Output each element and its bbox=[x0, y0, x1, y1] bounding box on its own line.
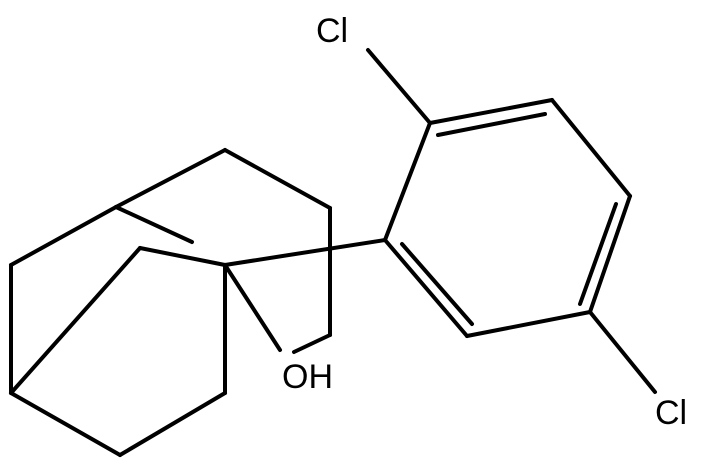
hydroxyl-label: OH bbox=[282, 358, 333, 396]
ring-bond-4 bbox=[588, 194, 632, 314]
cage-bond-4 bbox=[114, 205, 194, 244]
c-oh-bond bbox=[223, 263, 282, 352]
ring-bond-1 bbox=[383, 121, 432, 242]
cage-bond-7 bbox=[118, 391, 227, 457]
cage-bond-9 bbox=[138, 246, 227, 267]
aryl-link-bond bbox=[223, 238, 387, 267]
ring-double-2 bbox=[578, 202, 618, 306]
ring-bond-2 bbox=[428, 98, 554, 125]
cl-top-bond bbox=[366, 48, 432, 125]
cage-bond-12 bbox=[292, 333, 332, 354]
cl-bottom-bond bbox=[588, 310, 657, 394]
cage-bond-3 bbox=[223, 148, 332, 210]
bond-lines bbox=[9, 48, 657, 457]
chlorine-top-label: Cl bbox=[316, 12, 348, 50]
ring-bond-6 bbox=[383, 238, 469, 338]
ring-bond-3 bbox=[550, 98, 632, 198]
ring-double-1 bbox=[436, 112, 547, 137]
cage-bond-8 bbox=[9, 246, 142, 395]
chlorine-bottom-label: Cl bbox=[655, 394, 687, 432]
ring-bond-5 bbox=[465, 310, 592, 338]
cage-bond-2 bbox=[114, 148, 227, 209]
cage-bond-6 bbox=[9, 391, 122, 457]
ring-double-3 bbox=[400, 242, 474, 326]
cage-bond-1 bbox=[9, 205, 118, 267]
